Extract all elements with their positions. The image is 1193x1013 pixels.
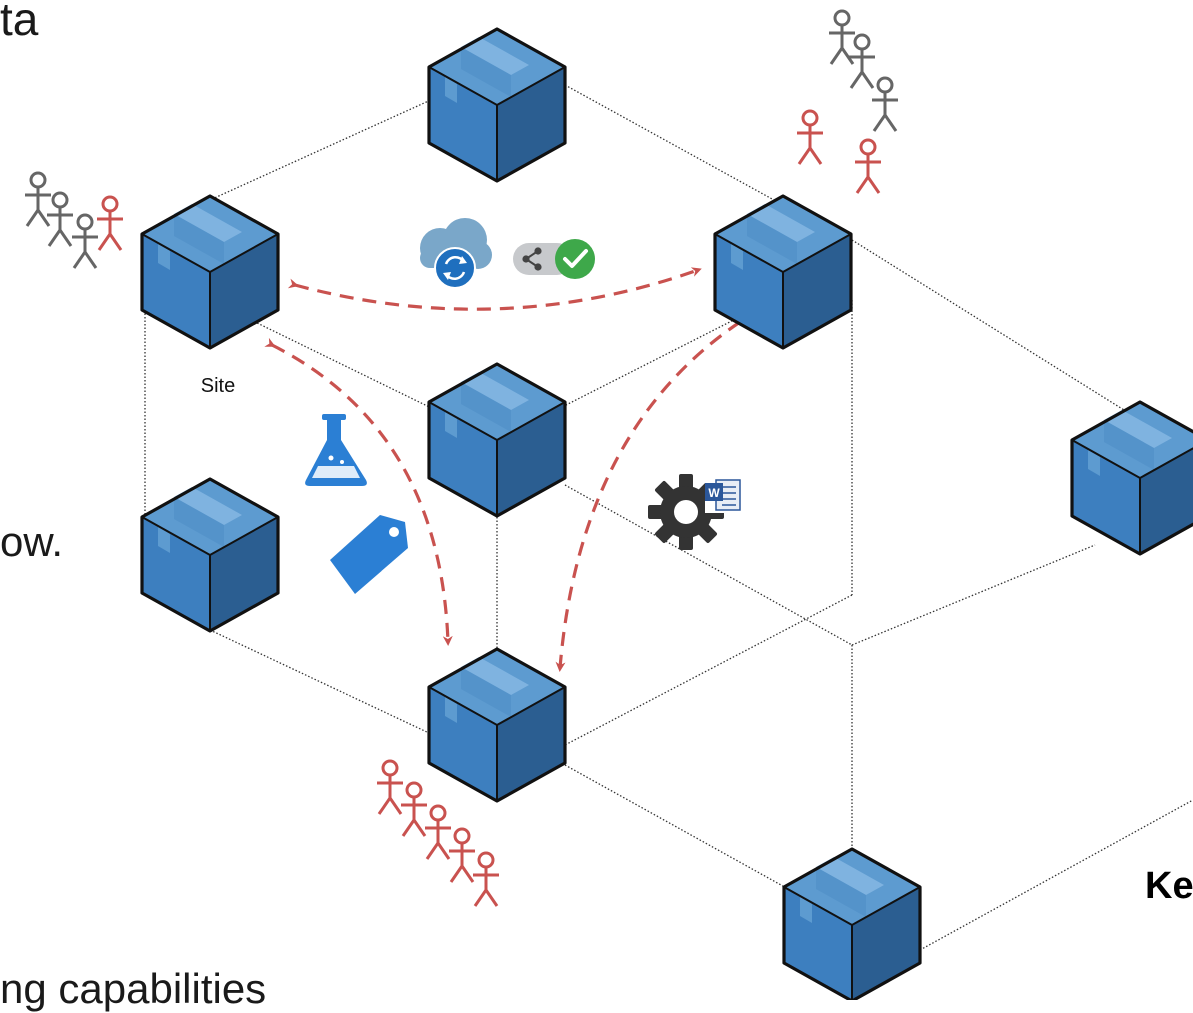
- site-node-center: [427, 362, 567, 518]
- site-node-left: [140, 194, 280, 350]
- share-check-icon: [513, 239, 595, 279]
- text-fragment-middle: ow.: [0, 518, 64, 565]
- site-node-bottom: [427, 647, 567, 803]
- user-group-left: [23, 171, 125, 270]
- site-node-lower-left: [140, 477, 280, 633]
- flask-icon: [305, 414, 367, 486]
- flow-arrow-right: [555, 314, 748, 672]
- cloud-sync-icon: [420, 218, 492, 289]
- flow-arrow-left: [264, 337, 453, 646]
- flow-arrow-top: [287, 267, 702, 311]
- text-fragment-top: ta: [0, 0, 39, 45]
- user-group-top-right: [795, 9, 900, 195]
- word-badge-letter: W: [708, 486, 720, 500]
- data-flow-arrows: [264, 267, 748, 672]
- site-node-lower-right: [782, 847, 922, 1000]
- tag-icon: [330, 515, 408, 594]
- gear-document-icon: W: [648, 474, 741, 550]
- site-node-top: [427, 27, 567, 183]
- site-node-far-right: [1070, 400, 1193, 556]
- key-heading-fragment: Ke: [1145, 865, 1193, 907]
- site-label: Site: [201, 375, 235, 397]
